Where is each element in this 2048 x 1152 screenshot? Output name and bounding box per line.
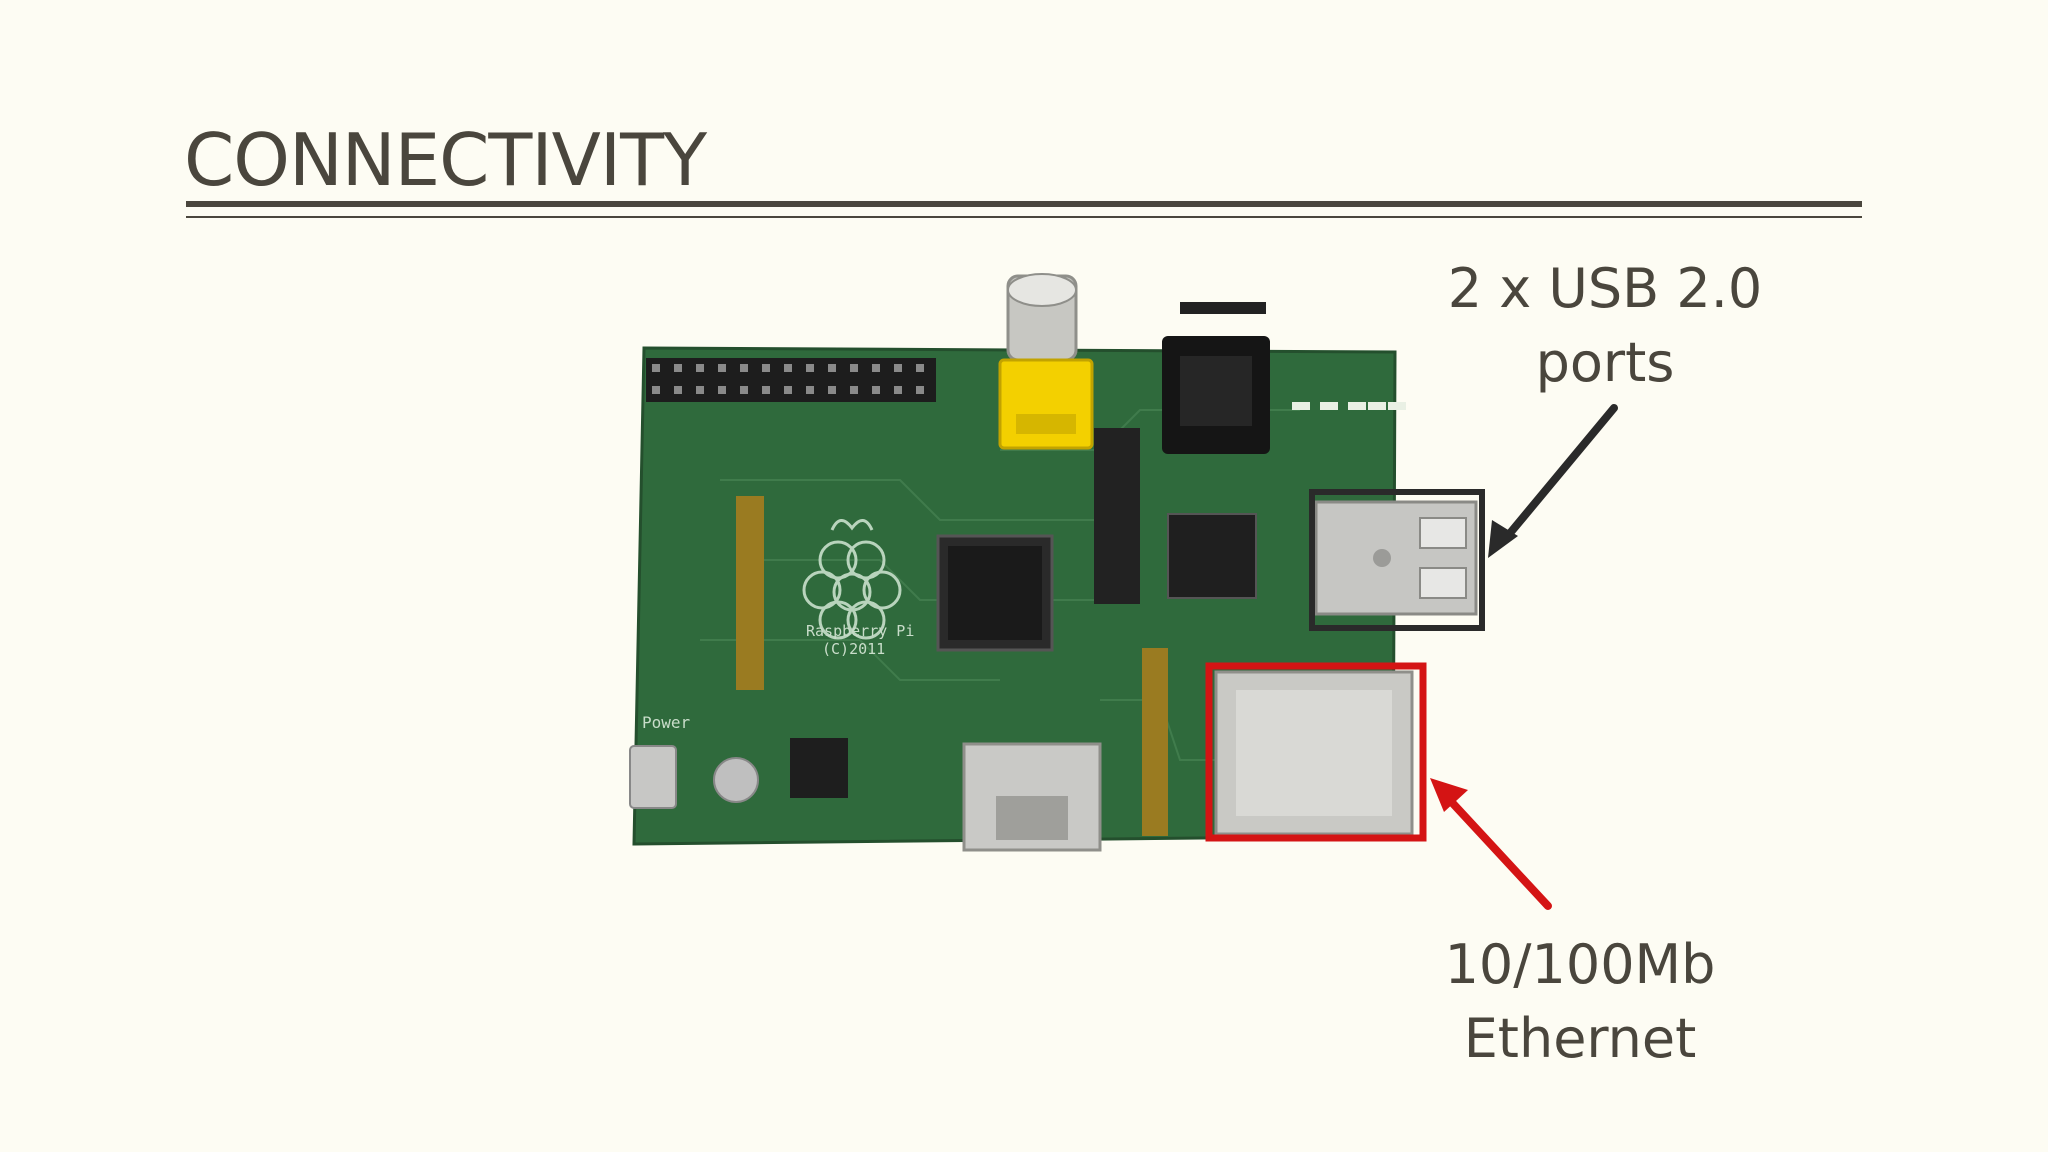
- hdmi-port: [962, 742, 1102, 852]
- camera-connector: [1142, 648, 1168, 836]
- gpio-header: [646, 358, 936, 402]
- title-underline-thick: [186, 201, 1862, 207]
- micro-usb-power-port: [629, 745, 677, 809]
- display-connector: [736, 496, 764, 690]
- ethernet-callout: 10/100Mb Ethernet: [1400, 928, 1760, 1076]
- power-label: Power: [642, 713, 691, 732]
- usb-callout-arrow: [1488, 404, 1618, 558]
- ethernet-controller-chip: [1167, 513, 1257, 599]
- usb-callout-line2: ports: [1535, 331, 1675, 394]
- audio-jack: [1162, 302, 1270, 454]
- usb-callout-line1: 2 x USB 2.0: [1447, 257, 1763, 320]
- ethernet-highlight-box: [1205, 662, 1427, 842]
- board-model-label: Raspberry Pi: [806, 622, 914, 640]
- usb-callout: 2 x USB 2.0 ports: [1440, 252, 1770, 400]
- rca-video-jack: [998, 273, 1094, 450]
- usb-port-stack: [1314, 500, 1478, 616]
- slide-title: CONNECTIVITY: [184, 118, 707, 202]
- status-leds: [1292, 402, 1406, 410]
- capacitor: [713, 757, 759, 803]
- voltage-regulator: [790, 738, 848, 798]
- ethernet-jack: [1214, 670, 1414, 836]
- soc-chip: [936, 534, 1054, 652]
- ethernet-callout-line2: Ethernet: [1463, 1007, 1697, 1070]
- gpio-secondary-header: [1094, 428, 1140, 604]
- board-year-label: (C)2011: [822, 640, 885, 658]
- raspberry-logo: [802, 519, 902, 640]
- ethernet-callout-line1: 10/100Mb: [1444, 933, 1716, 996]
- ethernet-callout-arrow: [1430, 778, 1552, 910]
- title-underline-thin: [186, 216, 1862, 218]
- usb-highlight-box: [1309, 489, 1485, 631]
